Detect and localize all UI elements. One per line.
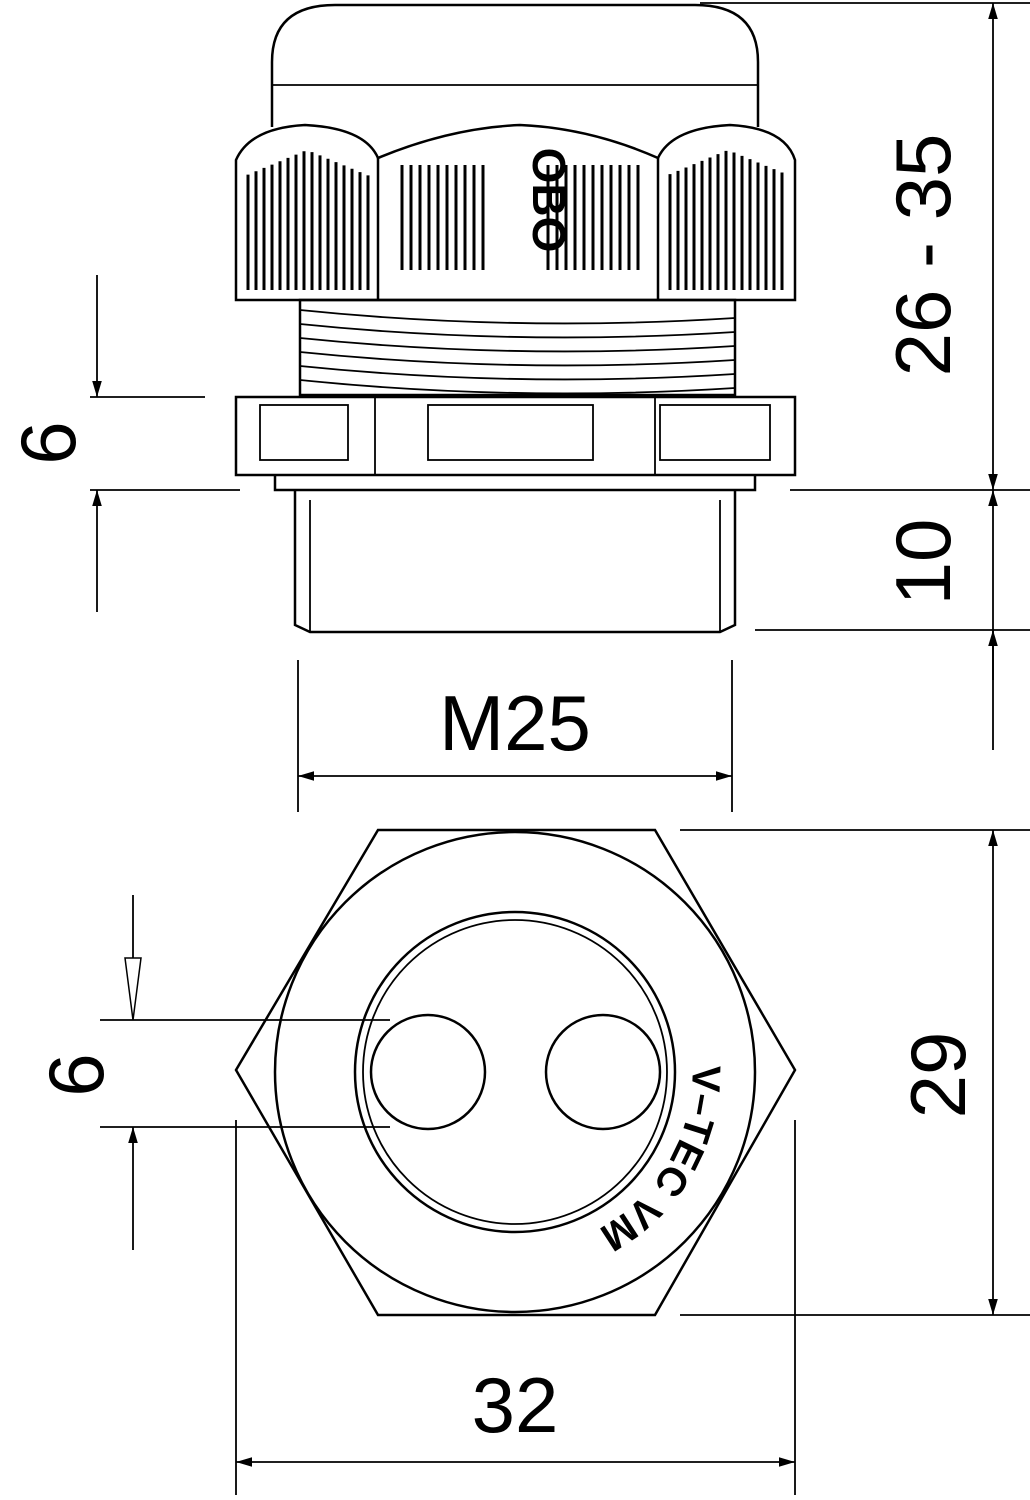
bottom-view: V–TEC VM 29 32 6	[32, 828, 1030, 1495]
side-view: OBO 26 - 35 10 6 M25	[4, 2, 1030, 812]
hexagon-outline	[234, 828, 797, 1317]
dim-thread-size: M25	[439, 679, 591, 767]
seal-insert-inner	[362, 919, 668, 1225]
seal-step	[273, 475, 757, 492]
dome-cap	[270, 3, 760, 127]
cable-hole-right	[544, 1013, 662, 1131]
flange-slot	[659, 404, 771, 461]
dim-height-range: 26 - 35	[879, 134, 967, 377]
grip-ribs	[246, 150, 784, 290]
dim-hole-diameter: 6	[32, 1053, 120, 1096]
thread-turn	[299, 379, 736, 395]
seal-insert-outer	[353, 910, 677, 1234]
thread-turn	[299, 365, 736, 381]
dim-flange-height: 6	[4, 421, 92, 464]
cable-hole-left	[369, 1013, 487, 1131]
flange-slot	[259, 404, 349, 461]
thread-turn	[299, 323, 736, 339]
flange	[234, 395, 797, 477]
thread-turn	[299, 337, 736, 353]
flange-slot	[427, 404, 594, 461]
dim-across-corners: 32	[472, 1361, 559, 1449]
thread-turn	[299, 309, 736, 325]
open-arrow-icon	[124, 957, 142, 1021]
dim-across-flats: 29	[894, 1032, 982, 1119]
entry-thread	[293, 490, 737, 634]
thread	[298, 298, 737, 397]
thread-lines	[299, 309, 736, 395]
thread-turn	[299, 351, 736, 367]
hex-nut	[234, 123, 797, 302]
flange-circle	[273, 830, 757, 1314]
insert-marking: V–TEC VM	[593, 1065, 728, 1260]
dim-thread-length: 10	[879, 519, 967, 606]
brand-marking: OBO	[523, 148, 575, 253]
